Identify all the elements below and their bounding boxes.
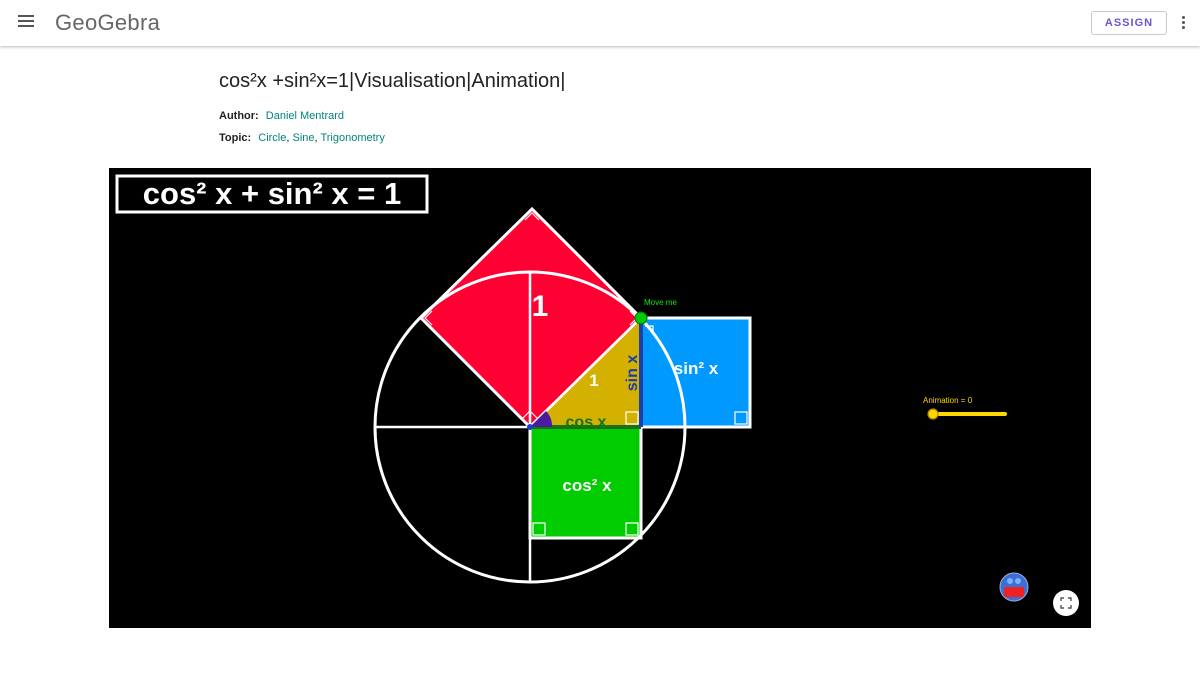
cos-label: cos x [566,414,607,431]
formula-text: cos² x + sin² x = 1 [143,176,401,211]
applet-canvas[interactable]: cos² x + sin² x = 1 [109,168,1091,628]
top-bar: GeoGebra ASSIGN [0,0,1200,46]
author-link[interactable]: Daniel Mentrard [265,110,345,122]
move-me-label: Move me [644,298,677,307]
topic-link-trigonometry[interactable]: Trigonometry [320,132,385,144]
topic-link-sine[interactable]: Sine [292,132,315,144]
topic-separator: , [286,132,293,144]
topic-label: Topic: [219,132,252,144]
author-label: Author: [219,110,259,122]
sin-squared-square [639,316,752,429]
topic-separator: , [314,132,321,144]
sin-squared-label: sin² x [674,359,719,378]
hypotenuse-label: 1 [589,371,598,390]
hypotenuse-square-label: 1 [532,290,549,323]
hamburger-menu-icon[interactable] [18,15,34,29]
movable-point[interactable] [634,311,648,325]
slider-label: Animation = 0 [923,396,973,405]
more-vertical-icon[interactable] [1180,16,1186,30]
fullscreen-button[interactable] [1053,590,1079,616]
author-avatar-icon[interactable] [999,572,1029,602]
slider-thumb[interactable] [927,408,939,420]
origin-point [527,424,533,430]
angle-arc [530,411,553,427]
geogebra-applet[interactable]: cos² x + sin² x = 1 [109,168,1091,628]
geogebra-logo[interactable]: GeoGebra [55,10,161,35]
fullscreen-icon [1060,597,1072,609]
material-title: cos²x +sin²x=1|Visualisation|Animation| [219,70,566,92]
topic-line: Topic: Circle, Sine, Trigonometry [219,132,385,144]
cos-squared-label: cos² x [562,476,612,495]
formula-box [115,174,429,214]
radius-line [529,317,642,428]
sin-label: sin x [624,355,641,392]
assign-button[interactable]: ASSIGN [1091,11,1167,35]
topic-link-circle[interactable]: Circle [258,132,287,144]
right-angle-marks [424,212,748,536]
author-line: Author: Daniel Mentrard [219,110,344,122]
